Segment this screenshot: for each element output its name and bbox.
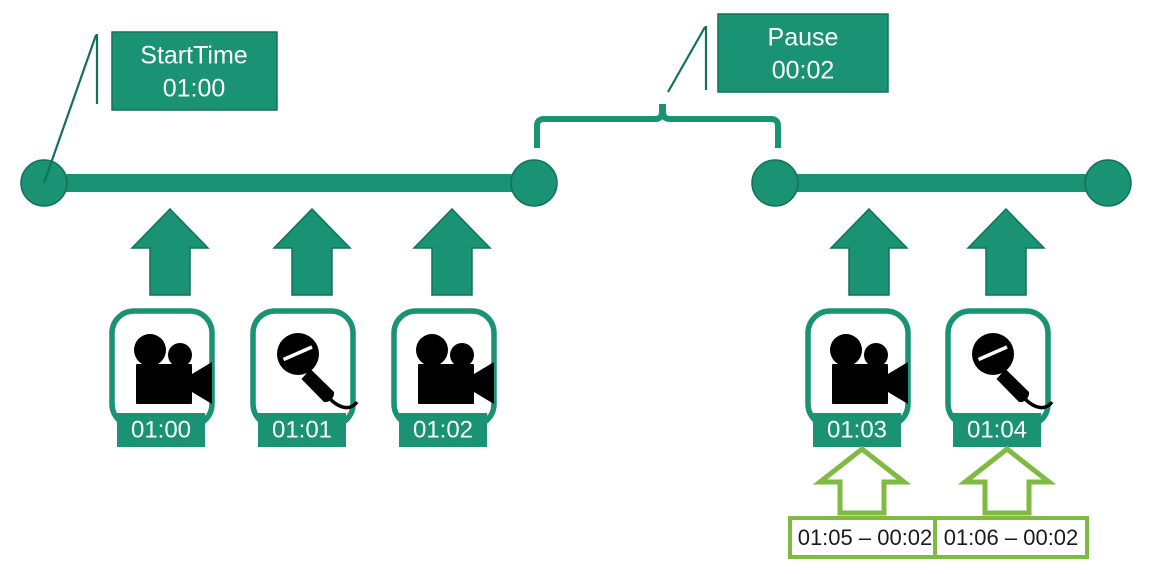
node-end[interactable] (1084, 159, 1132, 207)
event-card-2[interactable]: 01:01 (250, 308, 359, 447)
pause-leader-line (667, 26, 706, 93)
start-time-leader (42, 34, 99, 184)
event-card-4-time: 01:03 (827, 416, 887, 443)
event-arrows (130, 207, 1046, 296)
calc-box-2[interactable]: 01:06 – 00:02 (933, 516, 1089, 559)
event-card-5-badge (953, 413, 1041, 447)
event-card-1-time: 01:00 (131, 416, 191, 443)
pause-brace (534, 104, 781, 148)
pause-callout[interactable]: Pause 00:02 (717, 13, 889, 93)
event-arrow-4 (829, 207, 909, 296)
pause-leader (667, 26, 708, 93)
event-card-5[interactable]: 01:04 (945, 308, 1054, 447)
start-time-callout[interactable]: StartTime 01:00 (111, 31, 278, 111)
event-arrow-5 (966, 207, 1046, 296)
calc-box-2-expression: 01:06 – 00:02 (944, 525, 1079, 550)
calc-box-2-frame (933, 516, 1089, 559)
event-arrow-1 (130, 207, 210, 296)
event-card-1[interactable]: 01:00 (109, 308, 215, 447)
start-time-leader-line (42, 34, 98, 184)
event-arrow-3 (412, 207, 492, 296)
timeline-nodes (20, 159, 1132, 207)
timeline-segment-left (44, 174, 534, 192)
event-card-1-badge (117, 413, 205, 447)
start-time-callout-box (111, 31, 278, 111)
calc-arrow-2 (957, 445, 1057, 516)
node-pause-end[interactable] (751, 159, 799, 207)
event-card-2-time: 01:01 (272, 416, 332, 443)
calc-box-1-expression: 01:05 – 00:02 (798, 525, 933, 550)
pause-callout-box (717, 13, 889, 93)
calc-arrows (812, 445, 1057, 516)
calc-arrow-1 (812, 445, 912, 516)
event-card-5-time: 01:04 (967, 416, 1027, 443)
event-card-3-badge (399, 413, 487, 447)
timeline-segment-right (775, 174, 1108, 192)
calc-box-1[interactable]: 01:05 – 00:02 (788, 516, 942, 559)
timeline-track (44, 174, 1108, 192)
event-card-3[interactable]: 01:02 (391, 308, 497, 447)
pause-callout-value: 00:02 (772, 57, 835, 85)
event-card-4-badge (813, 413, 901, 447)
start-time-callout-title: StartTime (140, 42, 247, 70)
event-card-4[interactable]: 01:03 (805, 308, 911, 447)
node-pause-begin[interactable] (510, 159, 558, 207)
event-arrow-2 (272, 207, 352, 296)
event-card-2-badge (258, 413, 346, 447)
pause-callout-title: Pause (768, 24, 839, 52)
event-card-3-time: 01:02 (413, 416, 473, 443)
start-time-callout-value: 01:00 (163, 75, 226, 103)
